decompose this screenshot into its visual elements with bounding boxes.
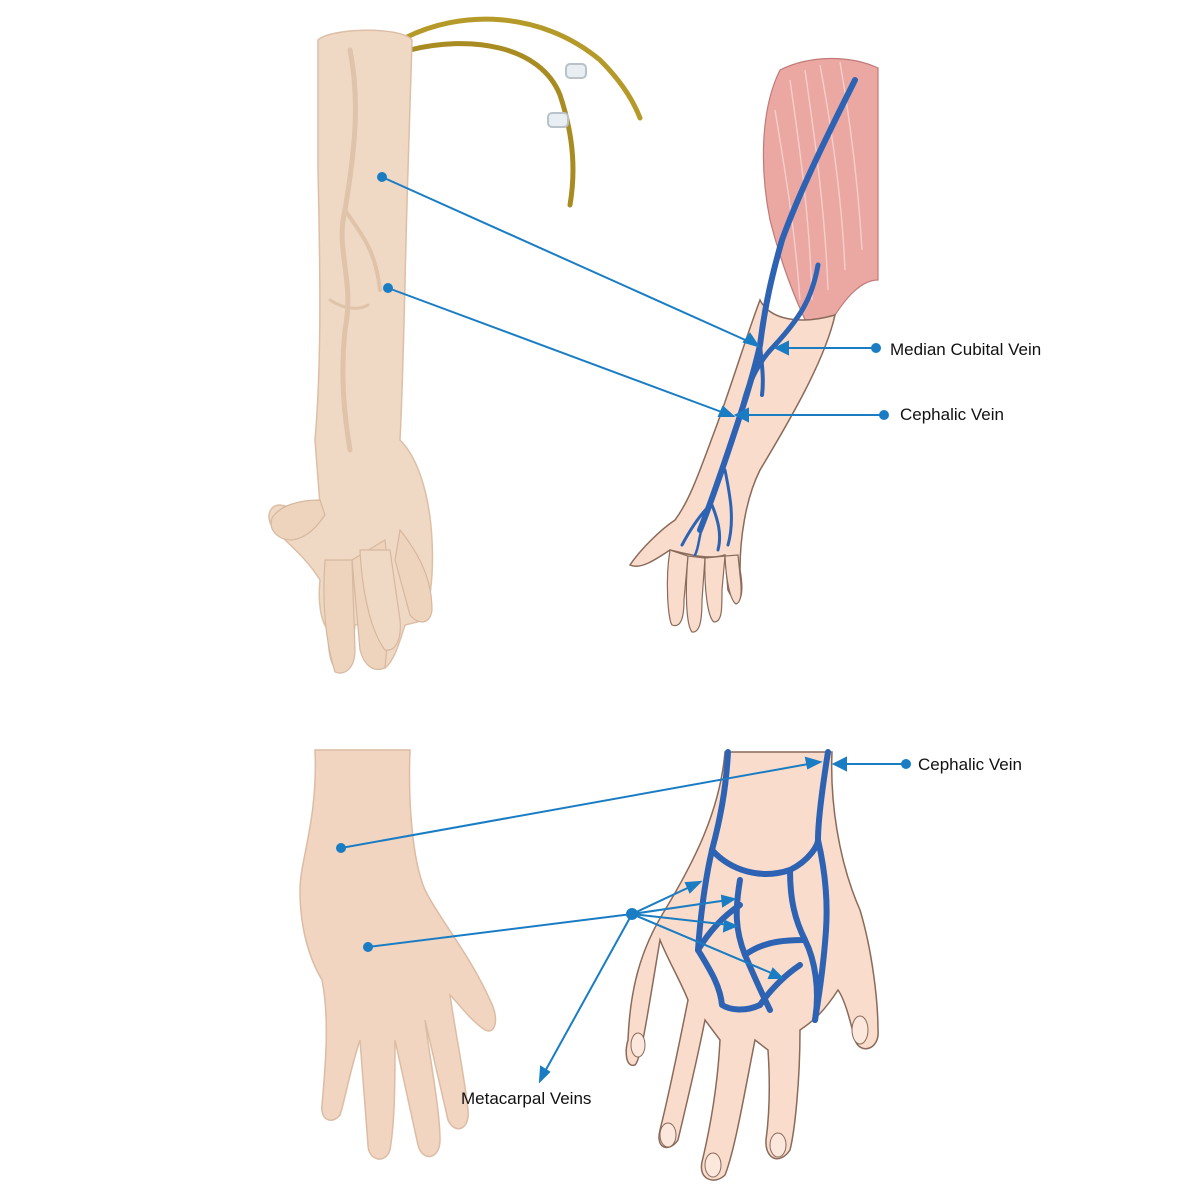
hand-model bbox=[299, 749, 497, 1160]
cephalic-vein-arm-label: Cephalic Vein bbox=[900, 405, 1004, 424]
median-cubital-vein-label: Median Cubital Vein bbox=[890, 340, 1041, 359]
iv-tube-icon bbox=[402, 16, 643, 208]
cephalic-vein-hand-label: Cephalic Vein bbox=[918, 755, 1022, 774]
metacarpal-veins-label: Metacarpal Veins bbox=[461, 1089, 591, 1108]
leader-lines bbox=[336, 172, 911, 1084]
hand-illustration bbox=[625, 749, 879, 1181]
arm-illustration bbox=[628, 57, 879, 633]
arm-model bbox=[268, 16, 643, 674]
